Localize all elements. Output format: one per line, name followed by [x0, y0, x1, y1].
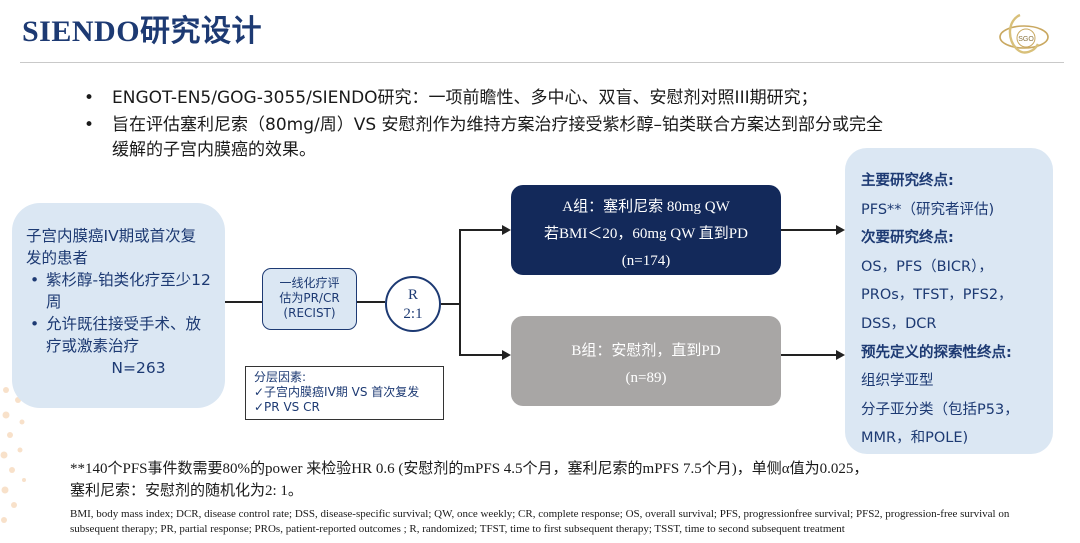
connector-to-group-a: [459, 229, 503, 231]
title-divider: [20, 62, 1064, 63]
decorative-dots: [0, 387, 26, 523]
exploratory-endpoint-title: 预先定义的探索性终点:: [861, 344, 1012, 361]
group-a-count: (n=174): [621, 253, 671, 269]
connector-group-b-to-endpoints: [781, 354, 837, 356]
bullet-objective-continued: 缓解的子宫内膜癌的效果。: [112, 140, 316, 160]
eval-line-1: 一线化疗评: [279, 276, 340, 290]
exploratory-endpoint-item: MMR，和POLE): [861, 430, 969, 447]
secondary-endpoint-title: 次要研究终点:: [861, 230, 954, 247]
arrow-to-group-b: [502, 350, 511, 360]
abbreviations-line-2: subsequent therapy; PR, partial response…: [70, 522, 845, 535]
abbreviations-note: BMI, body mass index; DCR, disease contr…: [70, 507, 1075, 536]
secondary-endpoint-item: OS，PFS（BICR），: [861, 258, 993, 275]
eval-line-3: (RECIST): [283, 306, 336, 320]
stratification-item-stage: ✓子宫内膜癌IV期 VS 首次复发: [254, 385, 420, 399]
logo-text: SGO: [1018, 36, 1034, 43]
footnote-line-1: **140个PFS事件数需要80%的power 来检验HR 0.6 (安慰剂的m…: [70, 461, 869, 477]
stratification-title: 分层因素:: [254, 370, 307, 384]
arrow-to-endpoints-b: [836, 350, 845, 360]
connector-eligibility-to-eval: [225, 301, 262, 303]
exploratory-endpoint-item: 分子亚分类（包括P53，: [861, 401, 1019, 418]
study-description: ENGOT-EN5/GOG-3055/SIENDO研究：一项前瞻性、多中心、双盲…: [84, 86, 984, 163]
exploratory-endpoint-item: 组织学亚型: [861, 373, 934, 390]
randomization-ratio: 2:1: [403, 306, 423, 322]
primary-endpoint-item: PFS**（研究者评估): [861, 201, 995, 218]
group-a-title: A组：塞利尼索 80mg QW: [562, 199, 730, 215]
eligibility-item-chemo: 紫杉醇-铂类化疗至少12周: [26, 269, 211, 313]
connector-split-vertical: [459, 229, 461, 355]
stratification-box: 分层因素: ✓子宫内膜癌IV期 VS 首次复发 ✓PR VS CR: [245, 366, 444, 420]
group-a-box: A组：塞利尼索 80mg QW 若BMI＜20，60mg QW 直到PD (n=…: [511, 185, 781, 275]
secondary-endpoint-item: PROs，TFST，PFS2，: [861, 287, 1013, 304]
randomization-node: R 2:1: [385, 276, 441, 332]
enrollment-count: N=263: [111, 359, 166, 377]
connector-random-to-split: [441, 303, 460, 305]
connector-eval-to-random: [357, 301, 385, 303]
randomization-label: R: [407, 287, 418, 303]
secondary-endpoint-item: DSS，DCR: [861, 315, 937, 332]
endpoints-panel: 主要研究终点: PFS**（研究者评估) 次要研究终点: OS，PFS（BICR…: [845, 148, 1053, 454]
eligibility-heading: 子宫内膜癌IV期或首次复发的患者: [26, 227, 197, 267]
response-evaluation-box: 一线化疗评 估为PR/CR (RECIST): [262, 268, 357, 330]
footnote-line-2: 塞利尼索：安慰剂的随机化为2: 1。: [70, 483, 303, 499]
sgo-logo-icon: SGO: [999, 13, 1049, 54]
eligibility-panel: 子宫内膜癌IV期或首次复发的患者 紫杉醇-铂类化疗至少12周 允许既往接受手术、…: [12, 203, 225, 408]
bullet-study-type: ENGOT-EN5/GOG-3055/SIENDO研究：一项前瞻性、多中心、双盲…: [84, 86, 984, 111]
stratification-item-response: ✓PR VS CR: [254, 400, 320, 414]
arrow-to-endpoints-a: [836, 225, 845, 235]
arrow-to-group-a: [502, 225, 511, 235]
bullet-objective: 旨在评估塞利尼索（80mg/周）VS 安慰剂作为维持方案治疗接受紫杉醇–铂类联合…: [84, 113, 984, 138]
group-b-count: (n=89): [625, 370, 667, 386]
group-b-box: B组：安慰剂，直到PD (n=89): [511, 316, 781, 406]
primary-endpoint-title: 主要研究终点:: [861, 173, 954, 189]
statistical-footnote: **140个PFS事件数需要80%的power 来检验HR 0.6 (安慰剂的m…: [70, 458, 1070, 502]
eligibility-item-prior-therapy: 允许既往接受手术、放疗或激素治疗: [26, 313, 211, 357]
connector-group-a-to-endpoints: [781, 229, 837, 231]
eval-line-2: 估为PR/CR: [279, 291, 340, 305]
group-a-dose-adjust: 若BMI＜20，60mg QW 直到PD: [544, 226, 748, 242]
abbreviations-line-1: BMI, body mass index; DCR, disease contr…: [70, 508, 1010, 520]
page-title: SIENDO研究设计: [22, 15, 263, 48]
connector-to-group-b: [459, 354, 503, 356]
group-b-title: B组：安慰剂，直到PD: [571, 343, 721, 359]
